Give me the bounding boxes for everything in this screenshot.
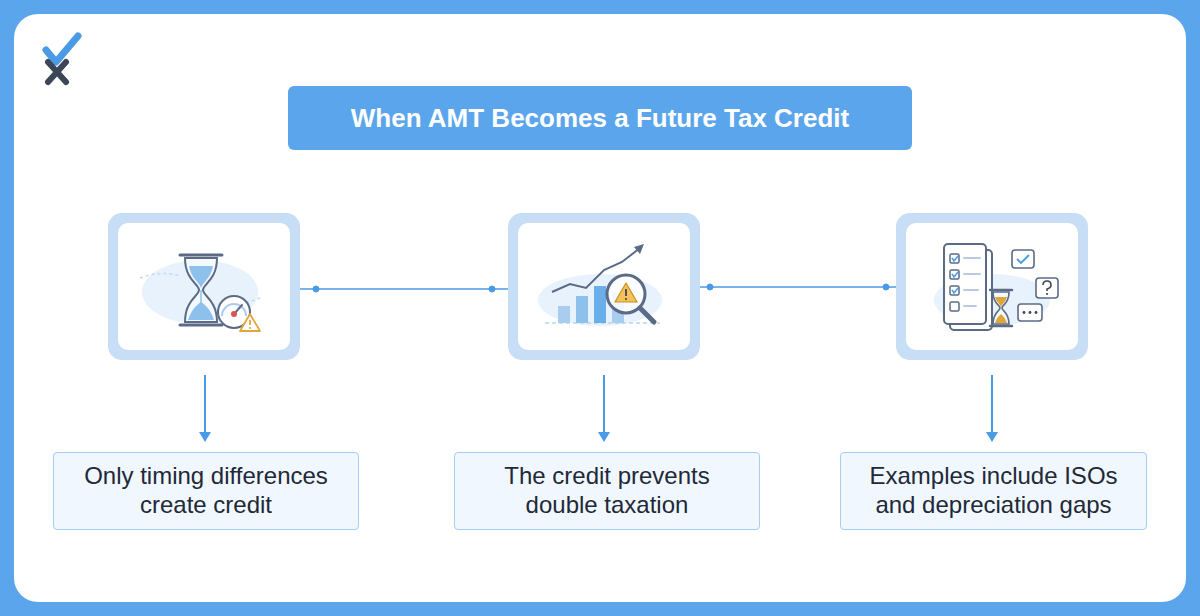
trend-arrowhead xyxy=(634,244,644,254)
hourglass-sand xyxy=(995,297,1007,307)
connector-dot xyxy=(883,284,889,290)
hourglass-cap xyxy=(180,254,222,257)
icon-panel xyxy=(906,223,1078,350)
checkbox xyxy=(950,302,959,311)
chart-bar xyxy=(594,286,606,323)
text-box: Examples include ISOs and depreciation g… xyxy=(840,452,1147,530)
text-box: The credit prevents double taxation xyxy=(454,452,760,530)
down-arrows xyxy=(199,375,998,442)
speech-bubble xyxy=(1012,250,1034,268)
warning-mark xyxy=(249,327,251,329)
gauge-arc xyxy=(222,304,246,316)
ellipsis-dot xyxy=(1023,311,1026,314)
checklist-sheet xyxy=(944,244,986,324)
checkbox-tick xyxy=(952,256,958,293)
hourglass-icon xyxy=(140,255,260,331)
down-arrow-line xyxy=(204,375,206,434)
hourglass-cap xyxy=(990,325,1012,328)
checklist-line xyxy=(964,273,980,275)
checklist-line xyxy=(964,257,980,259)
ellipsis-dot xyxy=(1029,311,1032,314)
down-arrow-line xyxy=(603,375,605,434)
connector-dot xyxy=(489,286,495,292)
chart-icon xyxy=(538,244,662,326)
arrowhead xyxy=(598,432,610,442)
checklist-line xyxy=(964,305,976,307)
hourglass-sand xyxy=(188,302,214,320)
icon-frame xyxy=(508,213,700,360)
icon-panel xyxy=(518,223,690,350)
connector-dot xyxy=(313,286,319,292)
hourglass-glass xyxy=(993,292,1009,324)
gauge-hub xyxy=(231,311,237,317)
connector-dot xyxy=(707,284,713,290)
logo xyxy=(46,36,78,82)
diagram-title: When AMT Becomes a Future Tax Credit xyxy=(351,103,849,134)
icon-frame xyxy=(896,213,1088,360)
hourglass-stream xyxy=(200,290,202,303)
chart-bar xyxy=(576,296,588,323)
logo-cross xyxy=(48,62,66,82)
hourglass-sand xyxy=(995,314,1007,323)
title-banner: When AMT Becomes a Future Tax Credit xyxy=(288,86,912,150)
warning-mark xyxy=(625,289,627,296)
down-arrow-line xyxy=(991,375,993,434)
warning-mark xyxy=(625,298,627,300)
warning-triangle xyxy=(615,283,637,302)
arrowhead xyxy=(199,432,211,442)
icon-frames xyxy=(108,213,1088,360)
question-mark xyxy=(1043,281,1051,291)
icon-frame xyxy=(108,213,300,360)
chart-bar xyxy=(558,306,570,323)
hourglass-cap xyxy=(990,289,1012,292)
warning-mark xyxy=(249,320,251,325)
hourglass-sand xyxy=(189,266,213,288)
arrowhead xyxy=(986,432,998,442)
speech-bubble xyxy=(1036,278,1058,298)
ellipsis-dot xyxy=(1035,311,1038,314)
checklist-icon xyxy=(934,244,1058,330)
bubble-check xyxy=(1017,255,1029,263)
box-text: Only timing differences create credit xyxy=(70,462,342,520)
logo-check xyxy=(46,36,78,62)
question-mark xyxy=(1046,293,1048,295)
warning-triangle xyxy=(240,314,260,331)
box-text: Examples include ISOs and depreciation g… xyxy=(858,462,1130,520)
hourglass-glass xyxy=(185,258,217,322)
hourglass-cap xyxy=(180,324,222,327)
connector-line xyxy=(700,286,896,288)
icon-swoosh xyxy=(538,274,662,326)
text-box: Only timing differences create credit xyxy=(53,452,359,530)
speech-bubble xyxy=(1018,304,1042,321)
box-text: The credit prevents double taxation xyxy=(471,462,743,520)
connector-line xyxy=(300,288,508,290)
icon-panel xyxy=(118,223,290,350)
magnifier-handle xyxy=(640,308,654,322)
checklist-line xyxy=(964,289,978,291)
